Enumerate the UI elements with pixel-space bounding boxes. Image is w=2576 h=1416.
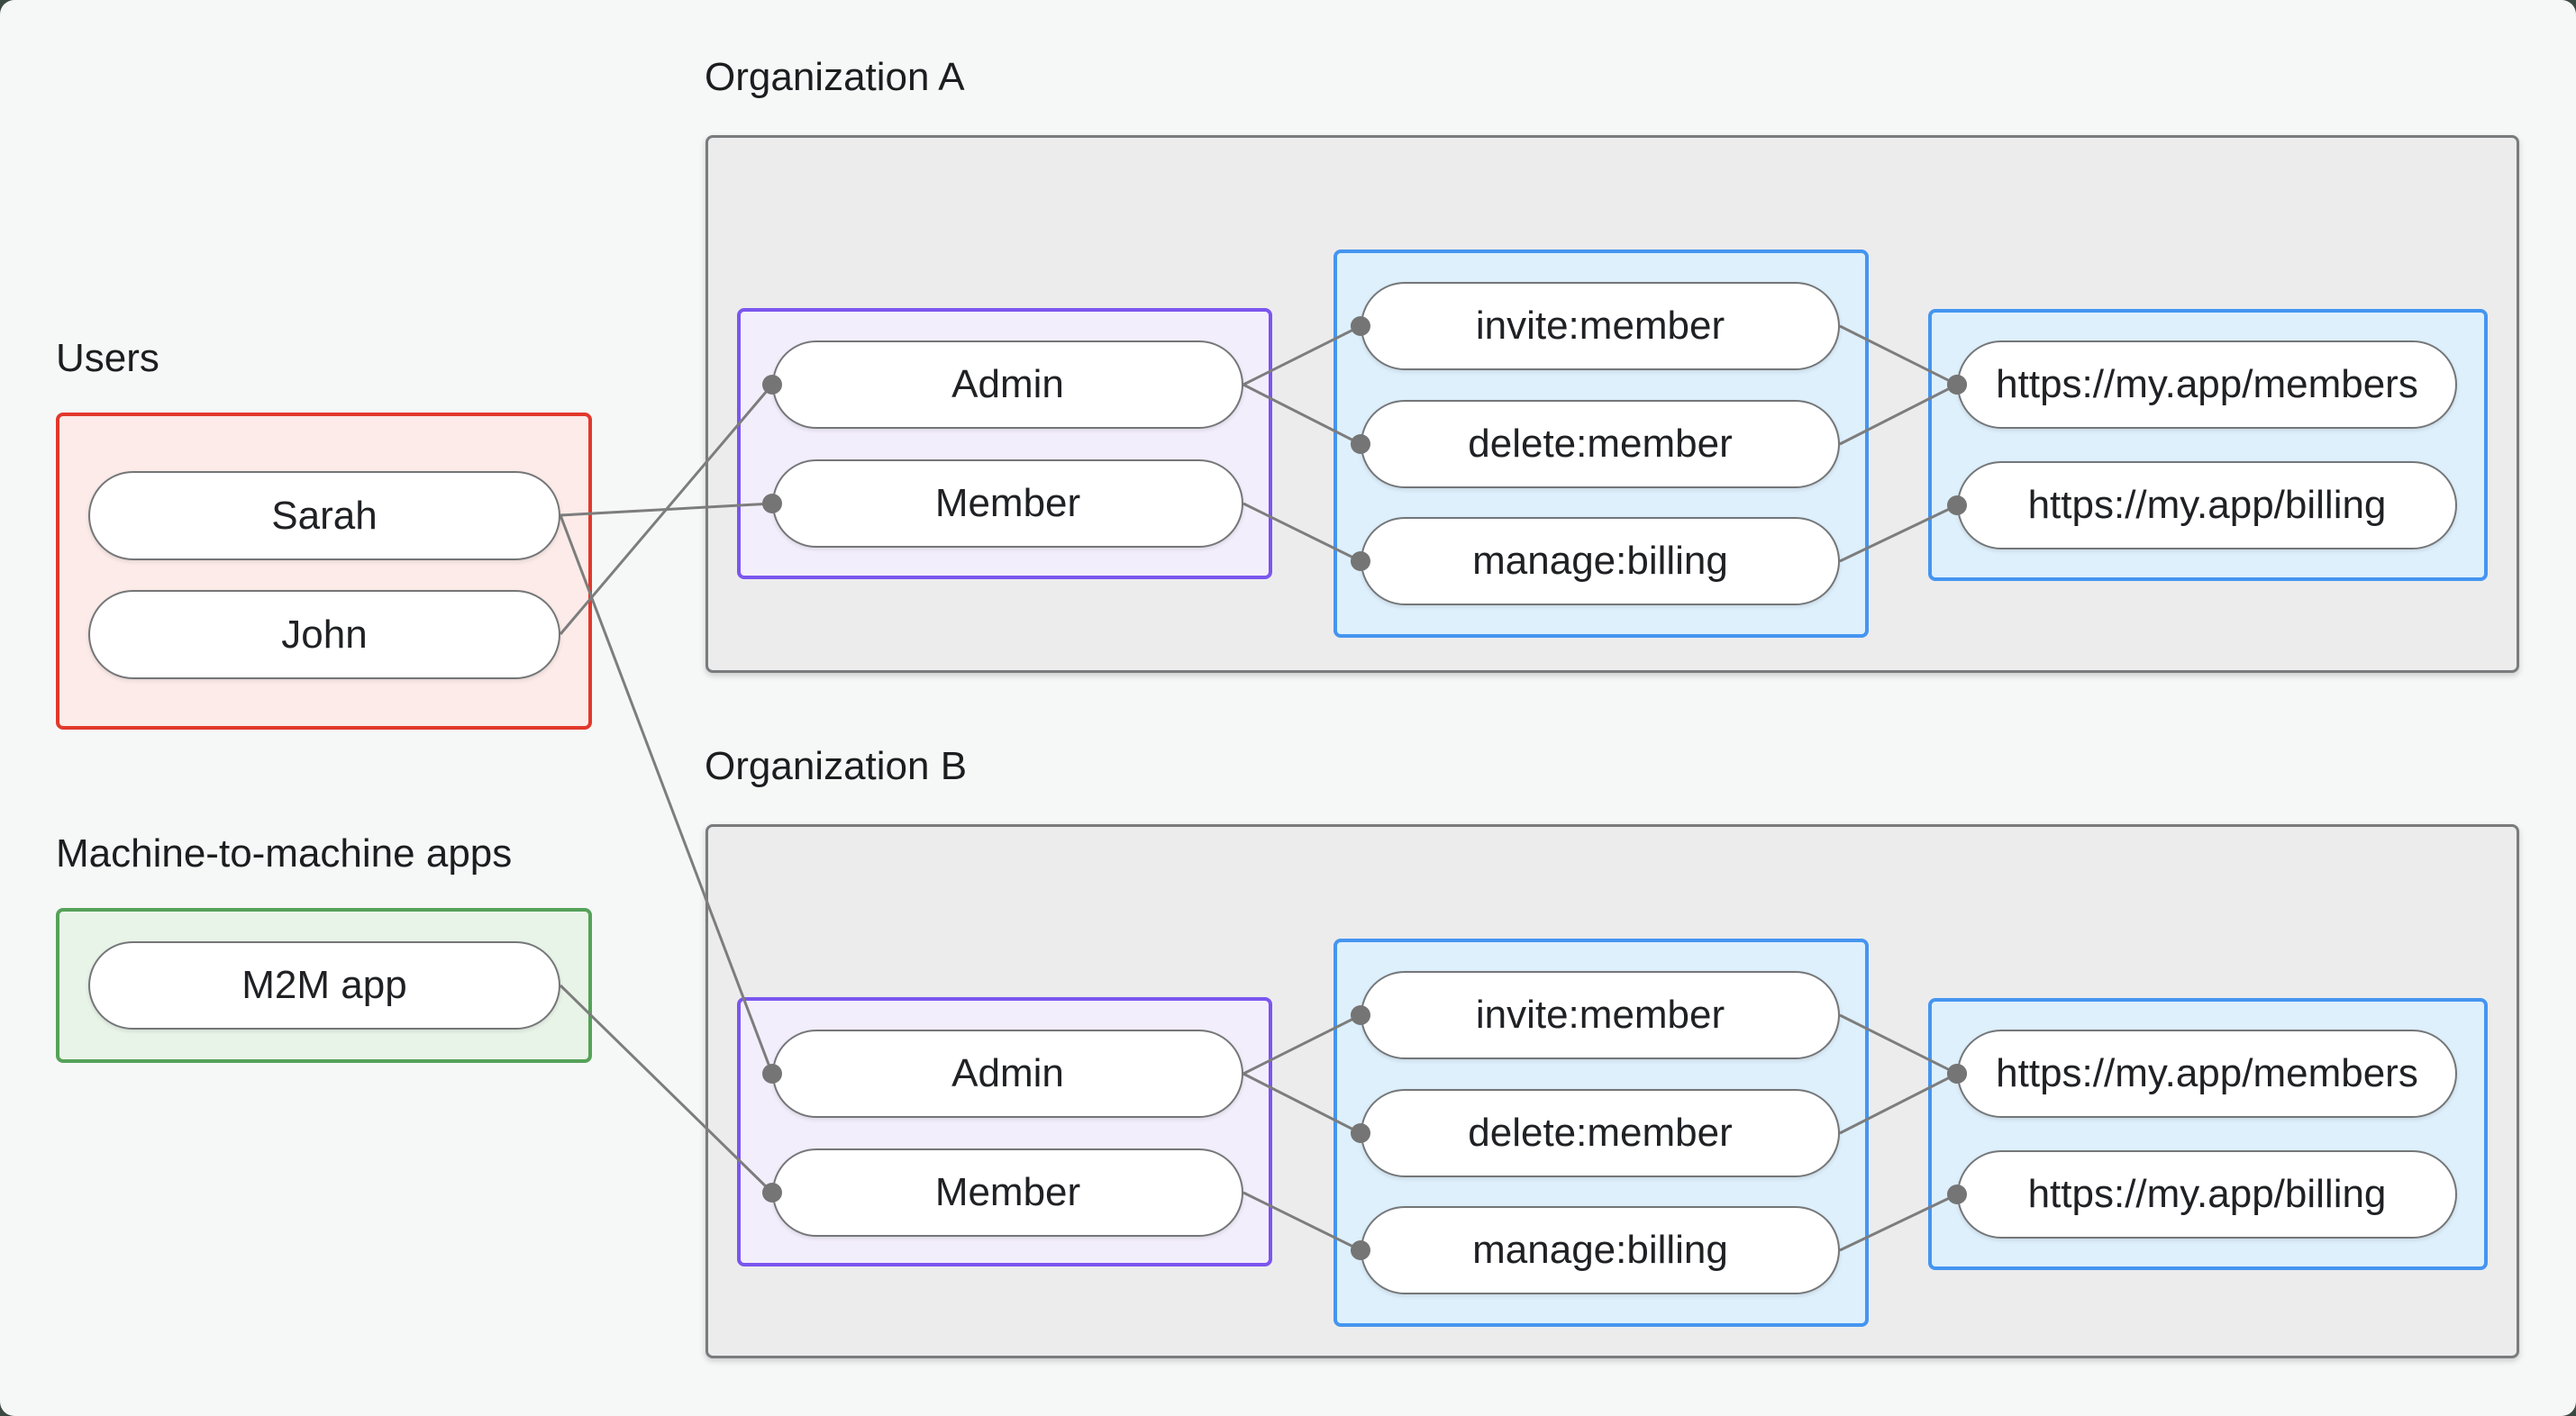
- node-invite-member-b: invite:member: [1361, 971, 1840, 1059]
- node-sarah: Sarah: [88, 471, 560, 560]
- node-api-billing-b: https://my.app/billing: [1957, 1150, 2457, 1239]
- node-member-a: Member: [772, 459, 1243, 548]
- org-a-label: Organization A: [705, 55, 965, 99]
- node-john: John: [88, 590, 560, 679]
- node-api-members-b: https://my.app/members: [1957, 1030, 2457, 1118]
- node-delete-member-b: delete:member: [1361, 1089, 1840, 1177]
- node-m2m-app: M2M app: [88, 941, 560, 1030]
- m2m-group-label: Machine-to-machine apps: [56, 831, 513, 876]
- users-group-label: Users: [56, 336, 159, 380]
- node-invite-member-a: invite:member: [1361, 282, 1840, 370]
- users-group-box: [56, 413, 592, 730]
- node-delete-member-a: delete:member: [1361, 400, 1840, 488]
- node-api-billing-a: https://my.app/billing: [1957, 461, 2457, 549]
- node-member-b: Member: [772, 1148, 1243, 1237]
- node-manage-billing-a: manage:billing: [1361, 517, 1840, 605]
- node-admin-a: Admin: [772, 340, 1243, 429]
- node-manage-billing-b: manage:billing: [1361, 1206, 1840, 1294]
- node-admin-b: Admin: [772, 1030, 1243, 1118]
- org-b-label: Organization B: [705, 744, 968, 788]
- node-api-members-a: https://my.app/members: [1957, 340, 2457, 429]
